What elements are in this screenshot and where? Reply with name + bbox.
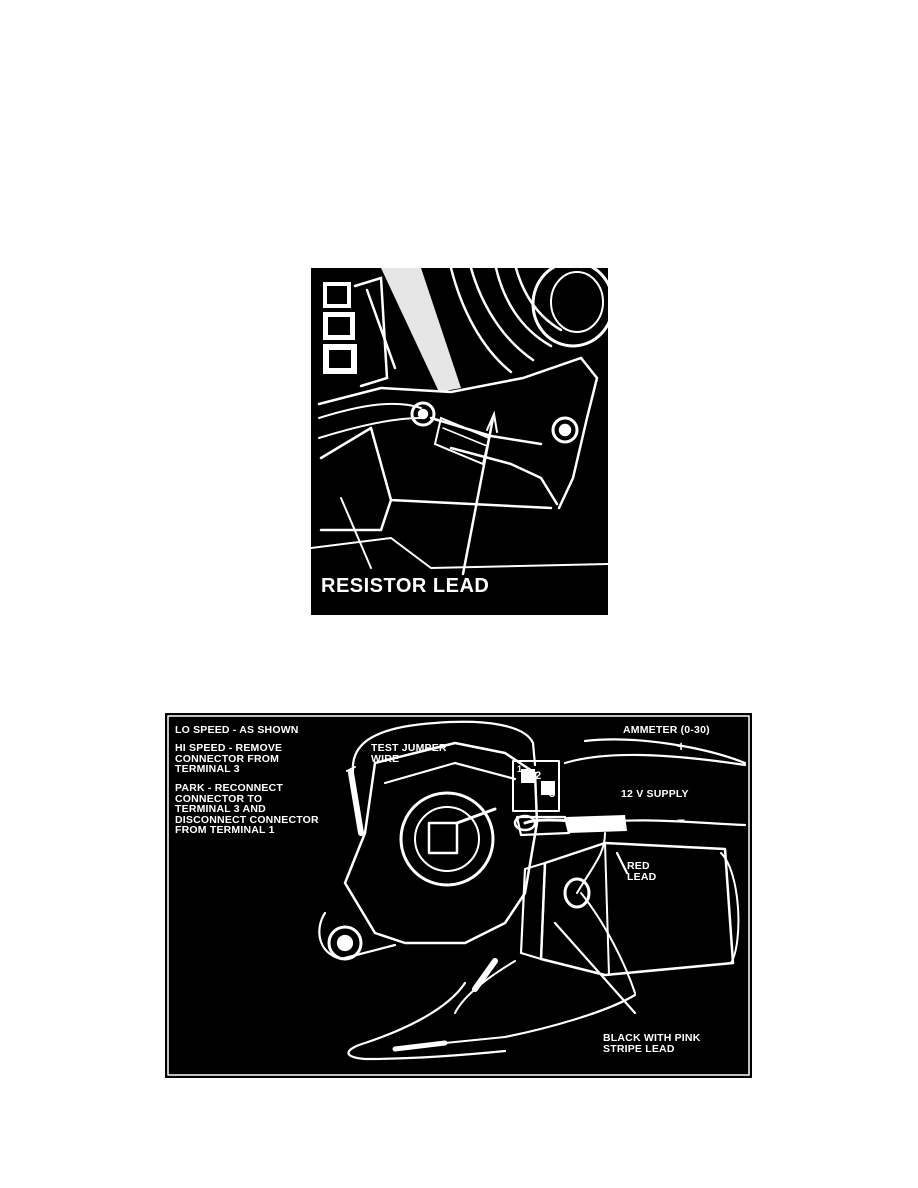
resistor-lead-figure: RESISTOR LEAD <box>311 268 608 615</box>
resistor-lead-label: RESISTOR LEAD <box>321 575 490 597</box>
ammeter-plus-label: + <box>677 738 686 754</box>
ammeter-label: AMMETER (0-30) <box>623 724 710 736</box>
park-note: PARK - RECONNECT CONNECTOR TO TERMINAL 3… <box>175 782 319 836</box>
supply-label: 12 V SUPPLY <box>621 788 689 800</box>
black-pink-lead-label: BLACK WITH PINK STRIPE LEAD <box>603 1032 701 1055</box>
lo-speed-note: LO SPEED - AS SHOWN <box>175 724 299 736</box>
red-lead-label: RED LEAD <box>627 860 657 883</box>
supply-minus-label: − <box>677 812 686 828</box>
hi-speed-note: HI SPEED - REMOVE CONNECTOR FROM TERMINA… <box>175 742 283 775</box>
test-jumper-label: TEST JUMPER WIRE <box>371 742 447 765</box>
resistor-lead-illustration <box>311 268 608 576</box>
terminal-1-label: 1 <box>517 764 523 774</box>
wiper-motor-test-figure: LO SPEED - AS SHOWN HI SPEED - REMOVE CO… <box>165 713 752 1078</box>
terminal-3-label: 3 <box>549 788 556 800</box>
wiper-motor-illustration <box>167 715 750 1076</box>
terminal-2-label: 2 <box>535 770 542 782</box>
